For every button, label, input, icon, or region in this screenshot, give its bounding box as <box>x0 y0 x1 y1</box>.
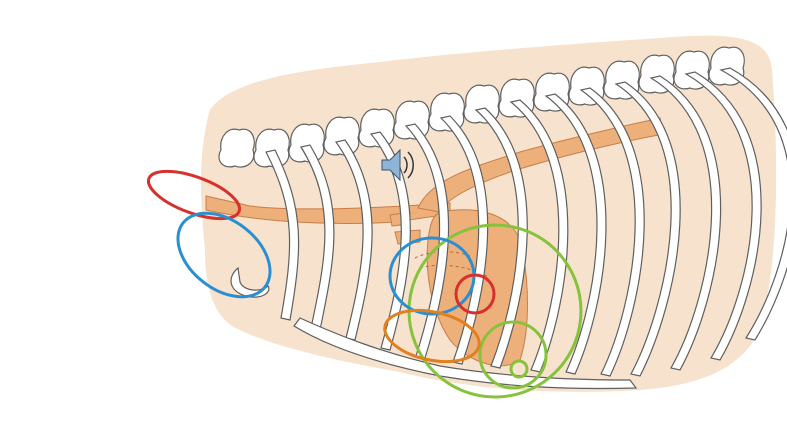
sternum <box>293 317 638 390</box>
blue-marker-cranial-thorax <box>176 211 272 299</box>
vertebra <box>253 128 290 168</box>
first-rib <box>230 266 270 298</box>
vertebra <box>218 128 255 168</box>
green-marker-apex-small <box>509 359 529 379</box>
orange-marker-sternal <box>383 308 481 364</box>
aorta <box>417 117 665 213</box>
rib <box>544 93 607 375</box>
rib <box>614 81 681 377</box>
vertebra <box>288 123 325 163</box>
rib <box>719 67 787 341</box>
red-marker-trachea-entry <box>146 169 242 221</box>
speaker-waves <box>403 151 414 179</box>
markers <box>146 169 583 399</box>
rib <box>649 75 722 371</box>
speaker-body <box>381 148 401 182</box>
rib <box>509 99 569 373</box>
red-marker-heart-valve <box>454 273 496 315</box>
ribs <box>265 67 787 377</box>
vertebra <box>358 108 395 148</box>
rib <box>684 71 762 361</box>
rib <box>579 87 645 377</box>
vertebra <box>323 116 360 156</box>
rib <box>474 107 528 369</box>
spine <box>218 46 745 168</box>
rib <box>369 131 411 351</box>
green-marker-heart-apex <box>478 320 548 390</box>
heart-outline-dashed <box>414 251 491 279</box>
rib <box>265 149 300 321</box>
speaker-icon[interactable] <box>381 148 414 182</box>
